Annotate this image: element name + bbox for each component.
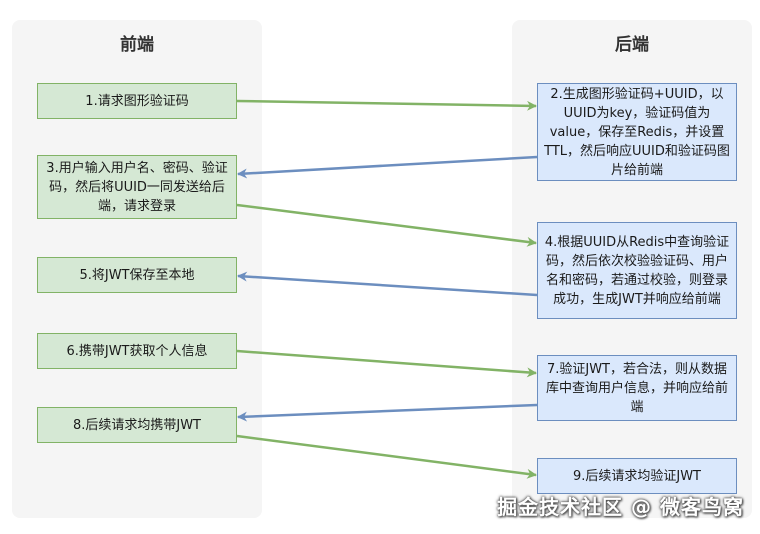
step-9-text: 9.后续请求均验证JWT: [572, 468, 702, 484]
frontend-lane-title: 前端: [120, 35, 154, 55]
step-3-submit-login: 3.用户输入用户名、密码、验证码，然后将UUID一同发送给后端，请求登录: [37, 155, 237, 219]
step-2-generate-captcha: 2.生成图形验证码+UUID，以UUID为key，验证码值为value，保存至R…: [537, 83, 737, 181]
arrow-4-to-5: [237, 271, 538, 297]
arrow-7-to-8: [237, 403, 538, 422]
step-3-text: 3.用户输入用户名、密码、验证码，然后将UUID一同发送给后端，请求登录: [46, 160, 228, 214]
step-4-text: 4.根据UUID从Redis中查询验证码，然后依次校验验证码、用户名和密码，若通…: [544, 234, 730, 307]
step-1-text: 1.请求图形验证码: [85, 93, 189, 109]
step-6-fetch-profile: 6.携带JWT获取个人信息: [37, 333, 237, 369]
arrow-6-to-7: [236, 349, 537, 378]
backend-lane-title: 后端: [615, 35, 649, 55]
step-9-verify-all: 9.后续请求均验证JWT: [537, 458, 737, 494]
step-8-text: 8.后续请求均携带JWT: [72, 417, 202, 433]
watermark: 掘金技术社区 @ 微客鸟窝: [497, 495, 744, 519]
arrow-2-to-3: [237, 155, 538, 179]
step-7-text: 7.验证JWT，若合法，则从数据库中查询用户信息，并响应给前端: [545, 361, 728, 415]
step-1-request-captcha: 1.请求图形验证码: [37, 83, 237, 119]
step-5-store-jwt: 5.将JWT保存至本地: [37, 257, 237, 293]
step-8-carry-jwt: 8.后续请求均携带JWT: [37, 407, 237, 443]
step-7-verify-jwt: 7.验证JWT，若合法，则从数据库中查询用户信息，并响应给前端: [537, 355, 737, 421]
arrow-8-to-9: [236, 434, 537, 479]
arrow-1-to-2: [236, 99, 537, 111]
arrow-3-to-4: [236, 203, 537, 247]
step-5-text: 5.将JWT保存至本地: [79, 267, 195, 283]
step-4-verify-login: 4.根据UUID从Redis中查询验证码，然后依次校验验证码、用户名和密码，若通…: [537, 222, 737, 319]
step-2-text: 2.生成图形验证码+UUID，以UUID为key，验证码值为value，保存至R…: [544, 86, 730, 178]
step-6-text: 6.携带JWT获取个人信息: [66, 343, 208, 359]
